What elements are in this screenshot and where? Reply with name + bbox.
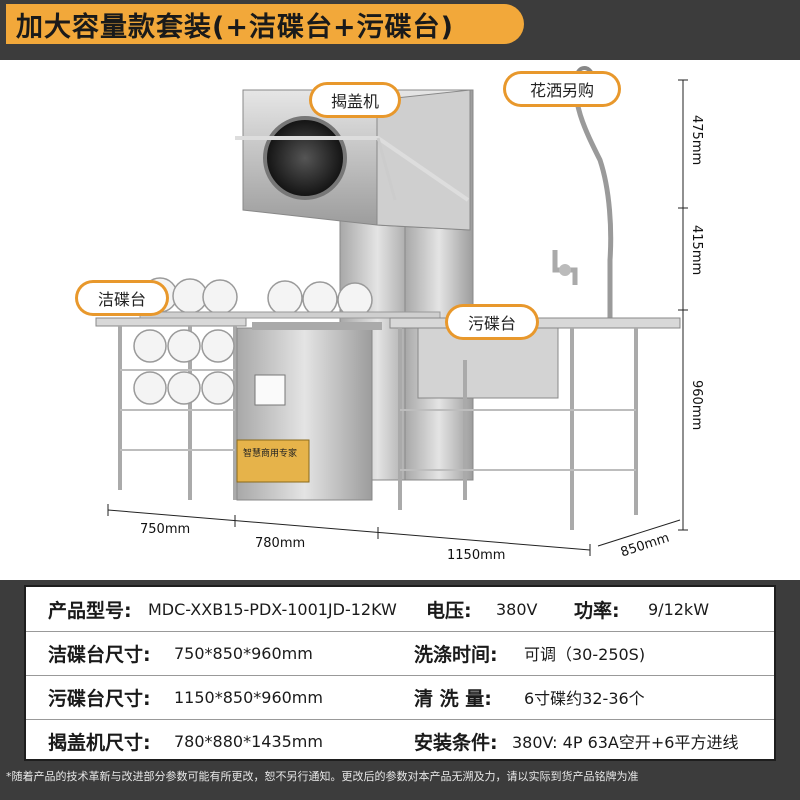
install-value: 380V: 4P 63A空开+6平方进线 bbox=[512, 733, 739, 752]
sprayer-label-text: 花洒另购 bbox=[529, 81, 594, 100]
power-label: 功率: bbox=[574, 599, 620, 622]
dishwasher-set-drawing: 智慧商用专家 bbox=[0, 0, 800, 580]
row-divider bbox=[26, 631, 774, 632]
height-dimension-line bbox=[678, 79, 688, 531]
voltage-value: 380V bbox=[496, 599, 538, 619]
dim-dirty-width: 1150mm bbox=[447, 548, 506, 563]
spec-row-hood-size: 揭盖机尺寸: 780*880*1435mm 安装条件: 380V: 4P 63A… bbox=[26, 719, 774, 763]
power-value: 9/12kW bbox=[648, 599, 710, 619]
dim-height-top: 475mm bbox=[689, 115, 704, 166]
clean-plates bbox=[133, 329, 235, 405]
hood-size-label: 揭盖机尺寸: bbox=[48, 731, 151, 754]
spec-row-model: 产品型号: MDC-XXB15-PDX-1001JD-12KW 电压: 380V… bbox=[26, 587, 774, 631]
capacity-label: 清 洗 量: bbox=[414, 687, 492, 710]
model-value: MDC-XXB15-PDX-1001JD-12KW bbox=[148, 599, 397, 619]
title-banner: 加大容量款套装(+洁碟台+污碟台) bbox=[6, 4, 524, 44]
clean-table-label-text: 洁碟台 bbox=[97, 290, 146, 309]
row-divider bbox=[26, 719, 774, 720]
capacity-value: 6寸碟约32-36个 bbox=[524, 689, 645, 708]
dirty-size-label: 污碟台尺寸: bbox=[48, 687, 151, 710]
wash-time-label: 洗涤时间: bbox=[414, 643, 498, 666]
hood-label-text: 揭盖机 bbox=[330, 92, 379, 111]
dirty-table-label-text: 污碟台 bbox=[467, 314, 516, 333]
product-illustration: 智慧商用专家 揭盖机 花洒另购 洁碟台 污碟台 750mm 780mm 1150… bbox=[0, 0, 800, 580]
wash-time-value: 可调（30-250S) bbox=[524, 645, 646, 664]
voltage-label: 电压: bbox=[426, 599, 472, 622]
spec-table: 产品型号: MDC-XXB15-PDX-1001JD-12KW 电压: 380V… bbox=[24, 585, 776, 761]
dirty-table-label: 污碟台 bbox=[448, 307, 536, 337]
width-dimension-line bbox=[107, 504, 681, 556]
spec-row-dirty-size: 污碟台尺寸: 1150*850*960mm 清 洗 量: 6寸碟约32-36个 bbox=[26, 675, 774, 719]
dirty-size-value: 1150*850*960mm bbox=[174, 687, 323, 707]
dim-clean-width: 750mm bbox=[140, 522, 191, 537]
hood-size-value: 780*880*1435mm bbox=[174, 731, 323, 751]
page-title: 加大容量款套装(+洁碟台+污碟台) bbox=[16, 11, 454, 43]
row-divider bbox=[26, 675, 774, 676]
clean-size-value: 750*850*960mm bbox=[174, 643, 313, 663]
dim-height-mid: 415mm bbox=[689, 225, 704, 276]
disclaimer-footnote: *随着产品的技术革新与改进部分参数可能有所更改，恕不另行通知。更改后的参数对本产… bbox=[6, 770, 639, 783]
hood-label: 揭盖机 bbox=[312, 85, 398, 115]
dim-height-bottom: 960mm bbox=[689, 380, 704, 431]
spec-row-clean-size: 洁碟台尺寸: 750*850*960mm 洗涤时间: 可调（30-250S) bbox=[26, 631, 774, 675]
dim-hood-width: 780mm bbox=[255, 536, 306, 551]
sprayer-label: 花洒另购 bbox=[506, 74, 618, 104]
clean-table-label: 洁碟台 bbox=[78, 283, 166, 313]
model-label: 产品型号: bbox=[48, 599, 132, 622]
panel-sticker-text: 智慧商用专家 bbox=[243, 447, 297, 459]
clean-size-label: 洁碟台尺寸: bbox=[48, 643, 151, 666]
install-label: 安装条件: bbox=[414, 731, 498, 754]
